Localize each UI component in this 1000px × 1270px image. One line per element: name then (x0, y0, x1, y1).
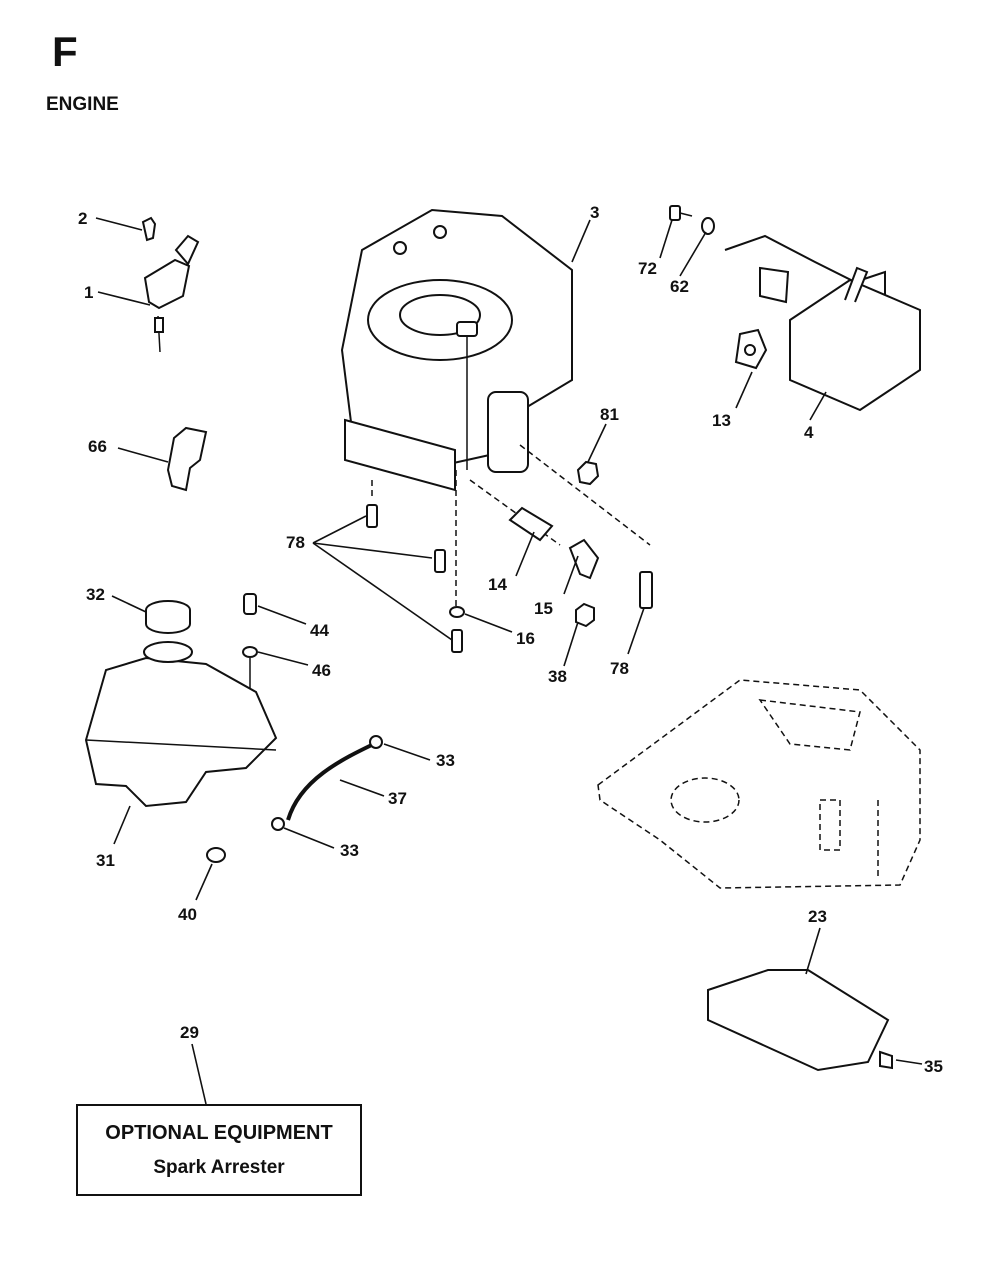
callout-15: 15 (534, 599, 553, 618)
fuel-cap-part (145, 600, 191, 634)
fuel-tank-part (84, 641, 278, 808)
callout-66: 66 (88, 437, 107, 456)
callout-labels: 2 1 66 3 72 62 13 4 81 78 14 15 16 38 78… (78, 203, 943, 1076)
callout-33: 33 (436, 751, 455, 770)
callout-35: 35 (924, 1057, 943, 1076)
callout-81: 81 (600, 405, 619, 424)
callout-2: 2 (78, 209, 87, 228)
section-title: ENGINE (46, 94, 119, 115)
callout-4: 4 (804, 423, 814, 442)
fuel-line-part (271, 735, 383, 831)
callout-14: 14 (488, 575, 507, 594)
callout-72: 72 (638, 259, 657, 278)
callout-38: 38 (548, 667, 567, 686)
callout-44: 44 (310, 621, 329, 640)
exhaust-bolt-part (669, 205, 715, 235)
callout-1: 1 (84, 283, 93, 302)
callout-46: 46 (312, 661, 331, 680)
optional-equipment-box: OPTIONAL EQUIPMENT Spark Arrester (76, 1104, 362, 1196)
callout-62: 62 (670, 277, 689, 296)
callout-32: 32 (86, 585, 105, 604)
engine-bolts-part (366, 504, 653, 653)
muffler-part (724, 234, 921, 412)
optional-equipment-subtitle: Spark Arrester (153, 1157, 285, 1178)
callout-31: 31 (96, 851, 115, 870)
bracket-part (166, 426, 208, 492)
fuel-fitting-part (449, 506, 600, 628)
callout-33-lower: 33 (340, 841, 359, 860)
callout-40: 40 (178, 905, 197, 924)
gasket-part (734, 328, 768, 370)
grommet-part (206, 847, 226, 863)
callout-78-right: 78 (610, 659, 629, 678)
callout-29: 29 (180, 1023, 199, 1042)
callout-3: 3 (590, 203, 599, 222)
optional-equipment-title: OPTIONAL EQUIPMENT (105, 1122, 333, 1144)
callout-23: 23 (808, 907, 827, 926)
section-letter: F (52, 28, 78, 75)
throttle-control-part (141, 216, 200, 353)
callout-13: 13 (712, 411, 731, 430)
frame-outline (597, 679, 921, 889)
callout-78: 78 (286, 533, 305, 552)
heat-shield-part (707, 969, 893, 1072)
engine-part (340, 208, 573, 492)
callout-16: 16 (516, 629, 535, 648)
nut-part (576, 460, 600, 486)
callout-37: 37 (388, 789, 407, 808)
callout-leader-lines (95, 217, 923, 1105)
